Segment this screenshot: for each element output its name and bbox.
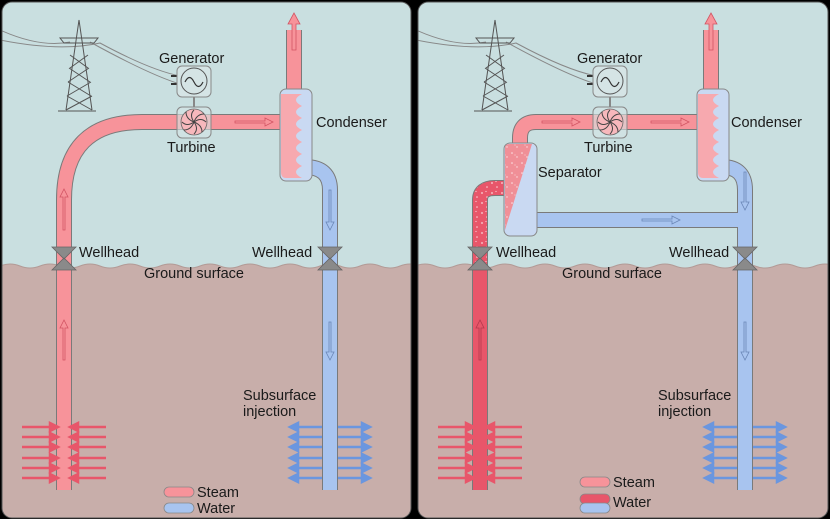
ground-surface-label: Ground surface <box>562 266 662 282</box>
flow-arrow-icon <box>59 319 69 361</box>
panel-flash-steam: Generator Turbine Condenser Separator We… <box>418 2 828 518</box>
power-pylon-icon <box>2 19 181 112</box>
exhaust-arrow-icon <box>704 12 718 51</box>
separator-label: Separator <box>538 165 602 181</box>
inflow-arrows <box>20 420 108 484</box>
generator-icon <box>171 65 212 107</box>
legend: Steam Water <box>163 485 239 517</box>
flow-arrow-icon <box>740 321 750 361</box>
turbine-icon <box>176 106 212 139</box>
condenser-icon <box>279 88 313 182</box>
legend-label: Water <box>613 495 651 511</box>
subsurface-injection-label: Subsurface <box>658 388 731 404</box>
subsurface-injection-label: injection <box>658 404 711 420</box>
flow-arrow-icon <box>541 117 581 127</box>
flow-arrow-icon <box>325 321 335 361</box>
flow-arrow-icon <box>641 215 681 225</box>
legend-swatch-hot-water <box>579 493 611 505</box>
wellhead-label: Wellhead <box>79 245 139 261</box>
condenser-label: Condenser <box>316 115 387 131</box>
generator-label: Generator <box>159 51 224 67</box>
flow-arrow-icon <box>59 188 69 231</box>
wellhead-label: Wellhead <box>252 245 312 261</box>
flow-arrow-icon <box>650 117 690 127</box>
turbine-label: Turbine <box>584 140 633 156</box>
condenser-icon <box>696 88 730 182</box>
turbine-label: Turbine <box>167 140 216 156</box>
legend-swatch-water <box>163 502 195 514</box>
legend-label: Steam <box>197 485 239 501</box>
legend-label: Steam <box>613 475 655 491</box>
outflow-arrows <box>702 420 788 484</box>
legend-swatch-water <box>579 502 611 514</box>
ground-surface-label: Ground surface <box>144 266 244 282</box>
wellhead-valve-icon <box>317 246 343 271</box>
wellhead-valve-icon <box>51 246 77 271</box>
wellhead-label: Wellhead <box>669 245 729 261</box>
subsurface-injection-label: Subsurface <box>243 388 316 404</box>
outflow-arrows <box>287 420 373 484</box>
generator-label: Generator <box>577 51 642 67</box>
turbine-icon <box>592 106 628 139</box>
flow-arrow-icon <box>325 189 335 231</box>
legend: Steam Water <box>579 475 655 514</box>
power-pylon-icon <box>418 19 597 112</box>
generator-icon <box>587 65 628 107</box>
wellhead-valve-icon <box>732 246 758 271</box>
panel-dry-steam: Generator Turbine Condenser Wellhead Wel… <box>2 2 411 518</box>
flow-arrow-icon <box>475 319 485 361</box>
flow-arrow-icon <box>740 171 750 211</box>
separator-icon <box>503 142 538 237</box>
subsurface-injection-label: injection <box>243 404 296 420</box>
legend-swatch-steam <box>163 486 195 498</box>
exhaust-arrow-icon <box>287 12 301 51</box>
flow-arrow-icon <box>234 117 274 127</box>
inflow-arrows <box>436 420 524 484</box>
condenser-label: Condenser <box>731 115 802 131</box>
wellhead-label: Wellhead <box>496 245 556 261</box>
legend-swatch-steam <box>579 476 611 488</box>
legend-label: Water <box>197 501 235 517</box>
wellhead-valve-icon <box>467 246 493 271</box>
